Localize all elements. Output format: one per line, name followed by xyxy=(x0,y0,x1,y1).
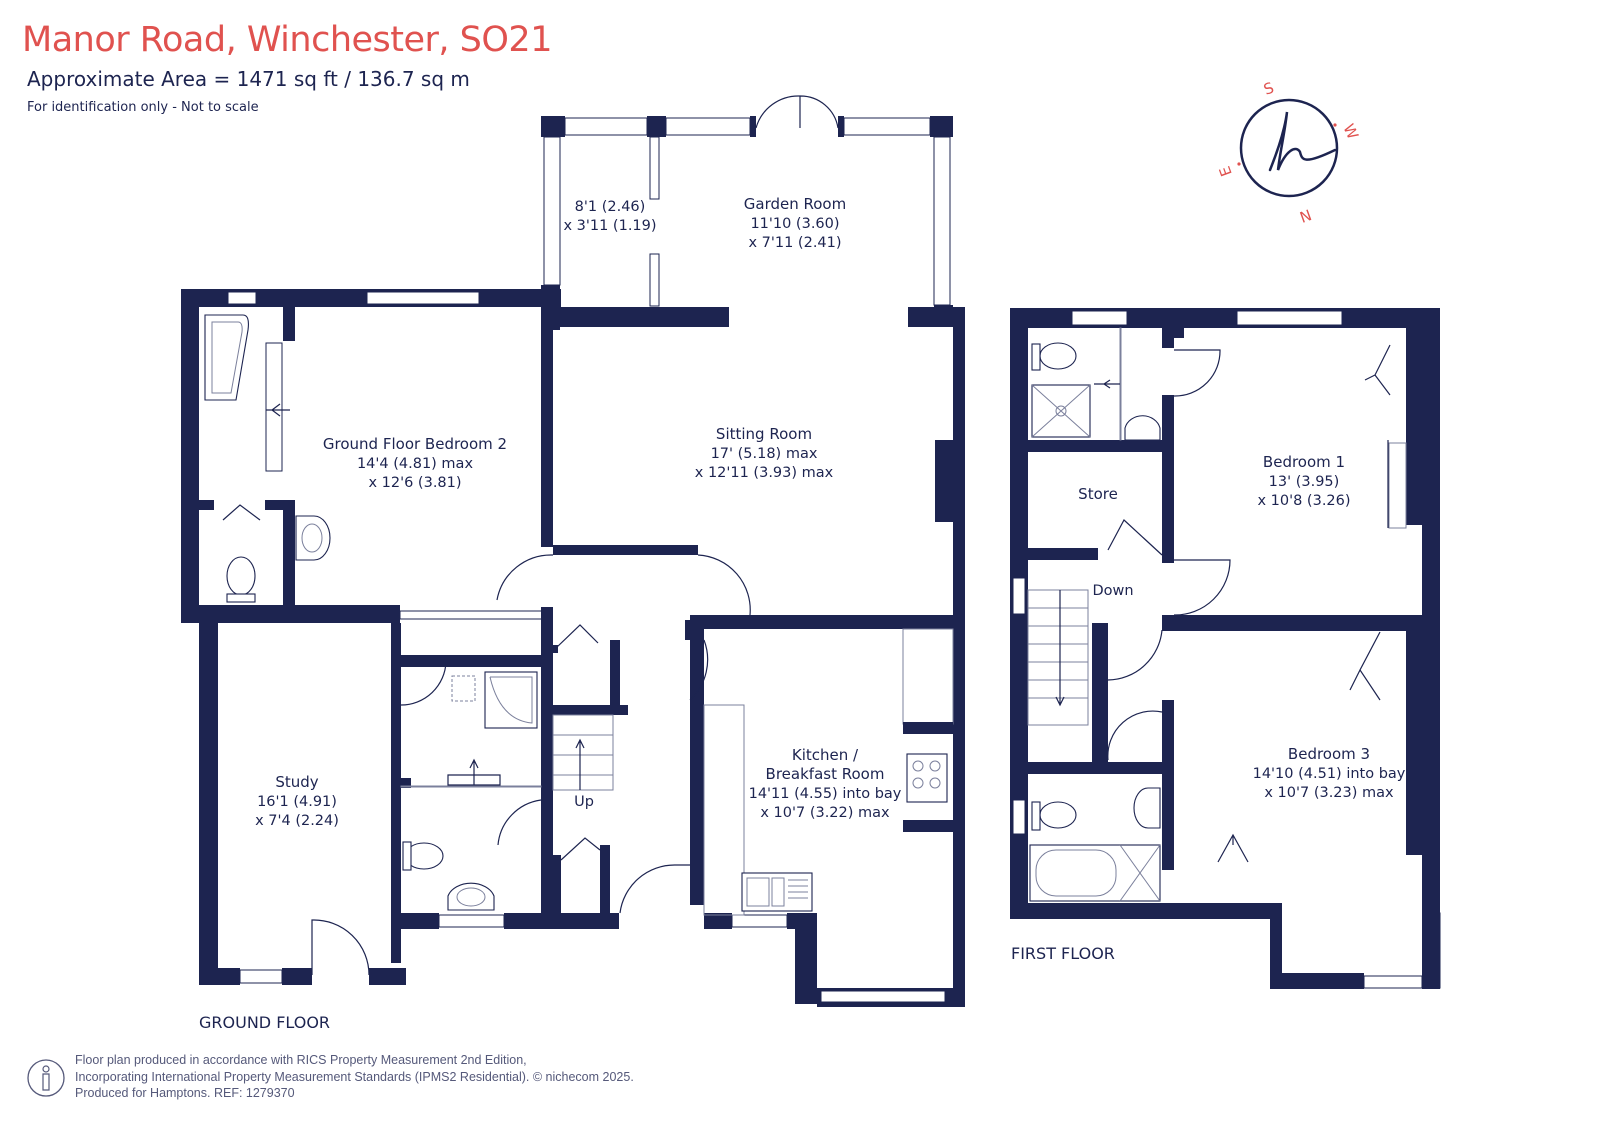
study-dim2: x 7'4 (2.24) xyxy=(255,813,339,829)
bedroom2-dim2: x 12'6 (3.81) xyxy=(368,475,461,491)
ground-floor-label: GROUND FLOOR xyxy=(199,1013,330,1032)
approximate-area: Approximate Area = 1471 sq ft / 136.7 sq… xyxy=(27,67,470,91)
stairs-down-label: Down xyxy=(1092,583,1133,599)
bedroom3-dim2: x 10'7 (3.23) max xyxy=(1264,785,1394,801)
kitchen-dim2: x 10'7 (3.22) max xyxy=(760,805,890,821)
compass-icon: S W N E xyxy=(1216,79,1362,226)
study-dim1: 16'1 (4.91) xyxy=(257,794,337,810)
garden-room-name: Garden Room xyxy=(744,195,846,213)
footer-line-1: Floor plan produced in accordance with R… xyxy=(75,1053,527,1067)
sitting-room-dim2: x 12'11 (3.93) max xyxy=(695,465,834,481)
kitchen-name2: Breakfast Room xyxy=(766,765,885,783)
compass-e: E xyxy=(1216,164,1236,179)
footer-line-3: Produced for Hamptons. REF: 1279370 xyxy=(75,1086,295,1100)
stairs-up-label: Up xyxy=(574,794,594,810)
person-icon xyxy=(27,1059,65,1097)
first-floor-label: FIRST FLOOR xyxy=(1011,944,1115,963)
ground-floor-plan xyxy=(181,95,965,1007)
first-floor-plan xyxy=(1010,308,1441,989)
bedroom1-dim2: x 10'8 (3.26) xyxy=(1257,493,1350,509)
study-name: Study xyxy=(275,773,318,791)
compass-n: N xyxy=(1297,205,1314,226)
kitchen-name: Kitchen / xyxy=(792,746,859,764)
bedroom1-name: Bedroom 1 xyxy=(1263,453,1345,471)
bedroom1-dim1: 13' (3.95) xyxy=(1269,474,1340,490)
property-title: Manor Road, Winchester, SO21 xyxy=(22,20,552,60)
identification-note: For identification only - Not to scale xyxy=(27,100,259,115)
sitting-room-dim1: 17' (5.18) max xyxy=(711,446,818,462)
bedroom2-dim1: 14'4 (4.81) max xyxy=(357,456,473,472)
bedroom3-dim1: 14'10 (4.51) into bay xyxy=(1253,766,1406,782)
store-name: Store xyxy=(1078,485,1118,503)
sitting-room-name: Sitting Room xyxy=(716,425,812,443)
footer-line-2: Incorporating International Property Mea… xyxy=(75,1069,634,1084)
bedroom3-name: Bedroom 3 xyxy=(1288,745,1370,763)
garden-room-dim2: x 7'11 (2.41) xyxy=(748,235,841,251)
compass-s: S xyxy=(1261,79,1276,99)
bedroom2-name: Ground Floor Bedroom 2 xyxy=(323,435,507,453)
room-labels: 8'1 (2.46) x 3'11 (1.19) Garden Room 11'… xyxy=(199,195,1406,1032)
kitchen-dim1: 14'11 (4.55) into bay xyxy=(749,786,902,802)
garden-side-dim1: 8'1 (2.46) xyxy=(575,199,646,215)
compass-w: W xyxy=(1339,121,1362,142)
footer-note: Floor plan produced in accordance with R… xyxy=(75,1052,634,1102)
garden-side-dim2: x 3'11 (1.19) xyxy=(563,218,656,234)
garden-room-dim1: 11'10 (3.60) xyxy=(750,216,839,232)
